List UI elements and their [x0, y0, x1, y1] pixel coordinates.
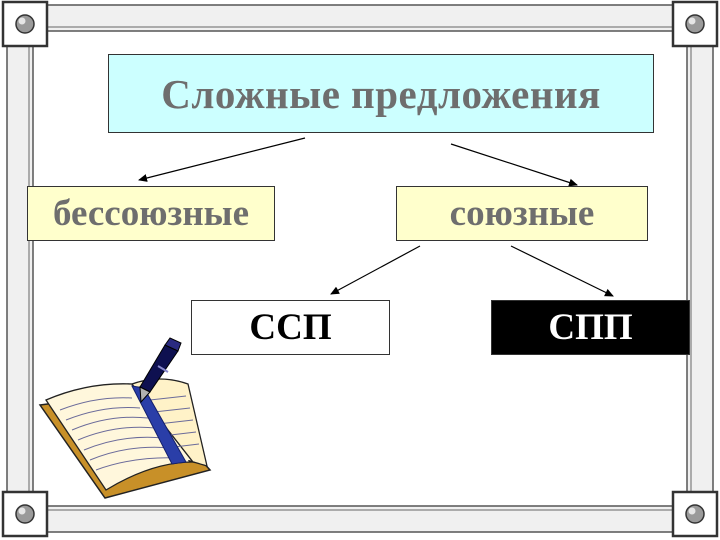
- arrow-to-ssp: [330, 245, 421, 295]
- corner-bolt-bottom-right: [671, 490, 719, 538]
- branch-label-left: бессоюзные: [52, 193, 249, 234]
- arrow-to-spp: [510, 245, 614, 297]
- sub-label-spp: СПП: [548, 307, 633, 348]
- corner-bolt-top-left: [1, 0, 49, 48]
- arrow-to-right-branch: [450, 143, 578, 187]
- diagram-title: Сложные предложения: [161, 70, 601, 117]
- sub-label-ssp: ССП: [249, 307, 332, 348]
- branch-box-left: бессоюзные: [27, 186, 275, 241]
- branch-box-right: союзные: [396, 186, 648, 241]
- title-box: Сложные предложения: [108, 54, 654, 133]
- sub-box-spp: СПП: [491, 300, 690, 355]
- branch-label-right: союзные: [449, 193, 595, 234]
- frame-inner-lines: [28, 26, 692, 511]
- arrow-to-left-branch: [138, 137, 306, 182]
- corner-bolt-bottom-left: [1, 490, 49, 538]
- sub-box-ssp: ССП: [191, 300, 390, 355]
- corner-bolt-top-right: [671, 0, 719, 48]
